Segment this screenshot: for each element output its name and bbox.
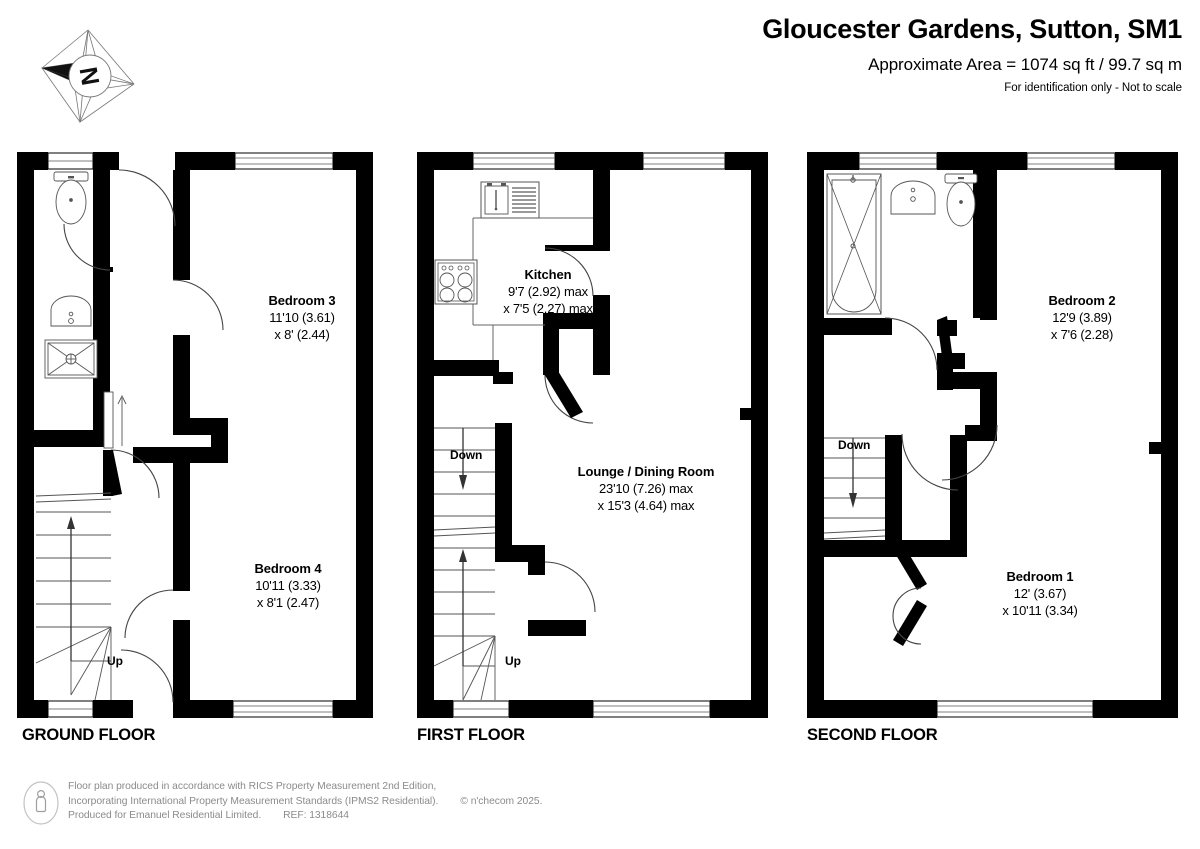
footer-copyright: © n'checom 2025. [460,795,543,807]
first-floor-plan [415,150,770,720]
bathtub-fixture [826,173,882,315]
ground-floor-plan [15,150,375,720]
room-label-bedroom-4: Bedroom 4 10'11 (3.33) x 8'1 (2.47) [254,561,322,611]
staircase-down-up [433,427,496,701]
door-swings [544,247,596,613]
room-label-bedroom-2: Bedroom 2 12'9 (3.89) x 7'6 (2.28) [1048,293,1116,343]
room-label-kitchen: Kitchen 9'7 (2.92) max x 7'5 (2.27) max [503,267,593,317]
kitchen-hob-fixture [434,259,478,305]
floor-label-ground: GROUND FLOOR [22,726,156,744]
staircase-up [35,492,112,701]
door-swings [63,169,224,703]
toilet-fixture [944,173,978,227]
staircase-down [823,437,886,540]
toilet-fixture [53,171,89,225]
footer: Floor plan produced in accordance with R… [22,780,542,826]
footer-line-2: Incorporating International Property Mea… [68,795,439,807]
first-floor-svg [415,150,770,720]
basin-fixture [890,180,936,215]
footer-text-block: Floor plan produced in accordance with R… [68,780,542,824]
room-label-bedroom-3: Bedroom 3 11'10 (3.61) x 8' (2.44) [268,293,336,343]
scale-note: For identification only - Not to scale [1004,82,1182,95]
footer-ref: REF: 1318644 [283,810,349,822]
stair-direction-up-first: Up [505,654,521,668]
radiator [103,391,114,449]
footer-line-2-wrap: Incorporating International Property Mea… [68,795,542,810]
shower-tray-fixture [44,339,98,379]
second-floor-svg [805,150,1180,720]
page-title: Gloucester Gardens, Sutton, SM1 [762,14,1182,44]
room-label-bedroom-1: Bedroom 1 12' (3.67) x 10'11 (3.34) [1002,569,1078,619]
floor-label-second: SECOND FLOOR [807,726,938,744]
floor-label-first: FIRST FLOOR [417,726,525,744]
door-swings [884,317,998,491]
room-label-lounge-dining: Lounge / Dining Room 23'10 (7.26) max x … [577,464,715,514]
header: Gloucester Gardens, Sutton, SM1 Approxim… [762,14,1182,94]
footer-line-3: Produced for Emanuel Residential Limited… [68,810,262,822]
accessibility-person-icon [22,780,60,826]
basin-fixture [50,295,92,327]
footer-line-1: Floor plan produced in accordance with R… [68,781,437,792]
stair-direction-down-first: Down [450,448,483,462]
footer-line-3-wrap: Produced for Emanuel Residential Limited… [68,809,542,824]
stair-direction-up-ground: Up [107,654,123,668]
second-floor-plan [805,150,1180,720]
kitchen-sink-fixture [480,181,540,219]
compass-rose: N [34,22,142,130]
compass-north-label: N [75,65,106,88]
approximate-area: Approximate Area = 1074 sq ft / 99.7 sq … [868,55,1182,75]
stair-direction-down-second: Down [838,438,871,452]
ground-floor-svg [15,150,375,720]
